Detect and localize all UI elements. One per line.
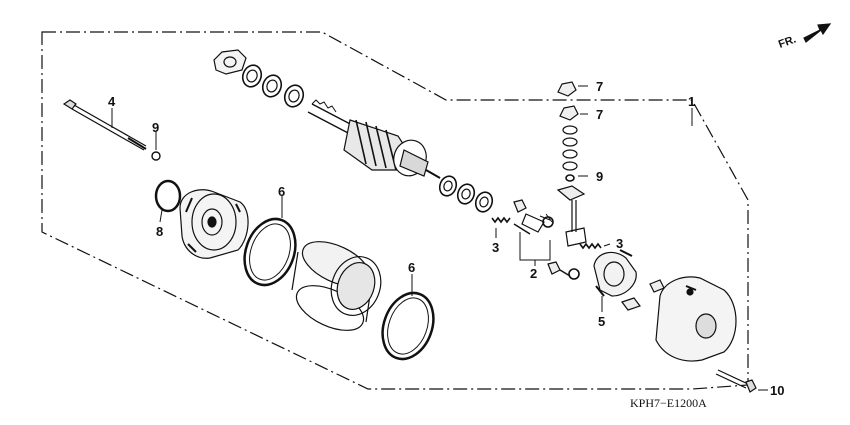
brush-set-2 xyxy=(513,199,580,280)
callout-4: 4 xyxy=(108,94,116,109)
large-o-ring-6-left xyxy=(243,217,297,287)
mounting-bolt-10 xyxy=(715,369,757,393)
callout-5: 5 xyxy=(598,314,605,329)
armature-washers xyxy=(438,175,494,213)
leader-lines xyxy=(111,85,768,391)
callout-6-right: 6 xyxy=(408,260,415,275)
front-cover-housing xyxy=(179,189,249,259)
callout-3-right: 3 xyxy=(616,236,623,251)
callout-1: 1 xyxy=(688,94,695,109)
callout-10: 10 xyxy=(770,383,784,398)
callout-2: 2 xyxy=(530,266,537,281)
callout-6-left: 6 xyxy=(278,184,285,199)
figure-code: KPH7−E1200A xyxy=(630,396,707,410)
brush-holder-5 xyxy=(593,249,637,297)
terminal-stack xyxy=(556,81,587,247)
o-ring-8 xyxy=(154,179,182,213)
armature xyxy=(307,99,441,179)
large-o-ring-6-right xyxy=(381,291,435,361)
thrust-washers-top xyxy=(241,64,305,108)
brush-spring-3-right xyxy=(579,242,602,250)
washer-9-left xyxy=(151,151,161,161)
front-direction-label: FR. xyxy=(777,33,798,50)
front-direction-arrow-icon xyxy=(803,23,832,43)
callout-9-right: 9 xyxy=(596,169,603,184)
callout-9-left: 9 xyxy=(152,120,159,135)
callout-7-bottom: 7 xyxy=(596,107,603,122)
callout-labels: 1 2 3 3 4 5 6 6 7 7 8 9 9 10 xyxy=(108,79,784,398)
brush-spring-3-left xyxy=(491,216,511,224)
long-bolt-4 xyxy=(62,99,147,151)
callout-8: 8 xyxy=(156,224,163,239)
callout-3-left: 3 xyxy=(492,240,499,255)
lock-plate xyxy=(213,49,247,75)
callout-7-top: 7 xyxy=(596,79,603,94)
yoke-housing xyxy=(291,241,382,331)
insulator-plate xyxy=(621,297,641,311)
rear-cover xyxy=(655,276,737,362)
assembly-boundary xyxy=(41,31,749,390)
